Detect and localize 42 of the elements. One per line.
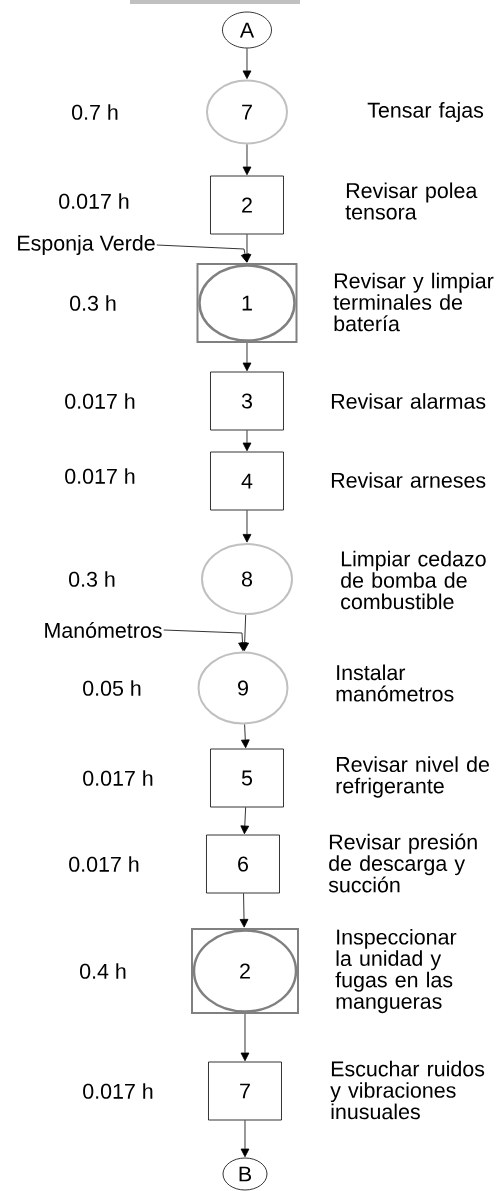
inspection-box: 3 — [210, 371, 284, 431]
activity-description: Revisar nivel de refrigerante — [336, 756, 489, 798]
activity-description: Instalar manómetros — [336, 664, 454, 702]
duration-label: 0.017 h — [69, 856, 139, 872]
activity-description: Inspeccionar la unidad y fugas en las mangueras — [335, 928, 457, 1014]
duration-label: 0.4 h — [80, 963, 126, 979]
inspection-box: 7 — [208, 1061, 282, 1121]
arrow — [156, 244, 250, 263]
arrow — [240, 1013, 250, 1062]
duration-label: 0.017 h — [83, 770, 153, 786]
activity-description: Revisar presión de descarga y succión — [328, 833, 477, 893]
duration-label: 0.05 h — [83, 680, 141, 696]
material-input-label: Esponja Verde — [18, 235, 155, 255]
arrow — [242, 144, 252, 176]
activity-description: Escuchar ruidos y vibraciones inusuales — [330, 1060, 485, 1120]
inspection-box: 4 — [210, 451, 284, 511]
arrow — [240, 807, 250, 835]
arrow — [242, 48, 252, 80]
activity-description: Limpiar cedazo de bomba de combustible — [341, 550, 486, 610]
duration-label: 0.3 h — [69, 571, 115, 587]
arrow — [242, 510, 252, 543]
arrow — [240, 724, 250, 749]
activity-description: Revisar y limpiar terminales de batería — [333, 272, 494, 332]
duration-label: 0.017 h — [65, 393, 135, 409]
activity-description: Revisar arneses — [331, 472, 486, 488]
inspection-box: 6 — [206, 834, 280, 894]
inspection-box: 5 — [210, 748, 284, 808]
duration-label: 0.3 h — [70, 295, 116, 311]
arrow — [239, 893, 249, 928]
activity-description: Tensar fajas — [367, 102, 484, 122]
arrow — [240, 1120, 250, 1158]
duration-label: 0.017 h — [59, 193, 129, 209]
duration-label: 0.017 h — [83, 1083, 153, 1099]
arrow — [242, 430, 252, 452]
arrow — [242, 342, 252, 372]
activity-description: Revisar alarmas — [331, 393, 486, 409]
activity-description: Revisar polea tensora — [345, 182, 478, 220]
inspection-box: 2 — [210, 175, 284, 235]
material-input-label: Manómetros — [45, 622, 162, 638]
arrow — [163, 629, 247, 651]
duration-label: 0.017 h — [65, 468, 135, 484]
duration-label: 0.7 h — [72, 104, 118, 120]
